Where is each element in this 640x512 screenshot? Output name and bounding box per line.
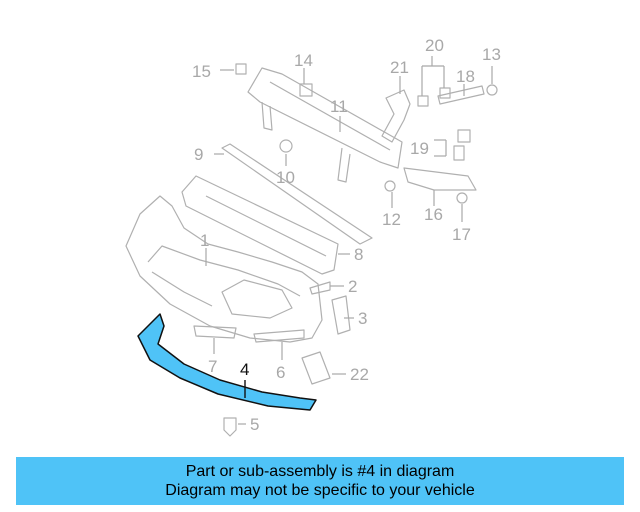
lower-deflector-part-4 bbox=[137, 313, 317, 411]
absorber-strip bbox=[221, 143, 373, 245]
callout-21: 21 bbox=[390, 58, 409, 77]
callout-3: 3 bbox=[358, 309, 367, 328]
callout-18: 18 bbox=[456, 67, 475, 86]
callout-4: 4 bbox=[240, 360, 249, 379]
callout-9: 9 bbox=[194, 145, 203, 164]
small-parts bbox=[193, 63, 498, 437]
callout-8: 8 bbox=[354, 245, 363, 264]
callout-20: 20 bbox=[425, 36, 444, 55]
callout-1: 1 bbox=[200, 231, 209, 250]
callout-22: 22 bbox=[350, 365, 369, 384]
callout-11: 11 bbox=[330, 97, 348, 116]
callout-16: 16 bbox=[424, 205, 443, 224]
bumper-cover bbox=[125, 195, 323, 343]
parts-diagram: 15 14 21 20 13 18 11 19 9 10 12 16 17 8 … bbox=[125, 36, 501, 437]
callout-10: 10 bbox=[276, 168, 295, 187]
energy-absorber bbox=[181, 175, 339, 275]
callout-13: 13 bbox=[482, 45, 501, 64]
callout-19: 19 bbox=[410, 139, 429, 158]
info-banner: Part or sub-assembly is #4 in diagram Di… bbox=[16, 457, 624, 505]
callout-15: 15 bbox=[192, 62, 211, 81]
reinforcement-bar bbox=[247, 67, 403, 183]
callout-14: 14 bbox=[294, 51, 313, 70]
callout-7: 7 bbox=[208, 357, 217, 376]
banner-line-1: Part or sub-assembly is #4 in diagram bbox=[185, 463, 455, 480]
callout-12: 12 bbox=[382, 210, 401, 229]
callout-5: 5 bbox=[250, 415, 259, 434]
leader-lines bbox=[205, 56, 493, 425]
callout-6: 6 bbox=[276, 363, 285, 382]
callout-2: 2 bbox=[348, 277, 357, 296]
callout-17: 17 bbox=[452, 225, 471, 244]
banner-line-2: Diagram may not be specific to your vehi… bbox=[165, 482, 475, 499]
